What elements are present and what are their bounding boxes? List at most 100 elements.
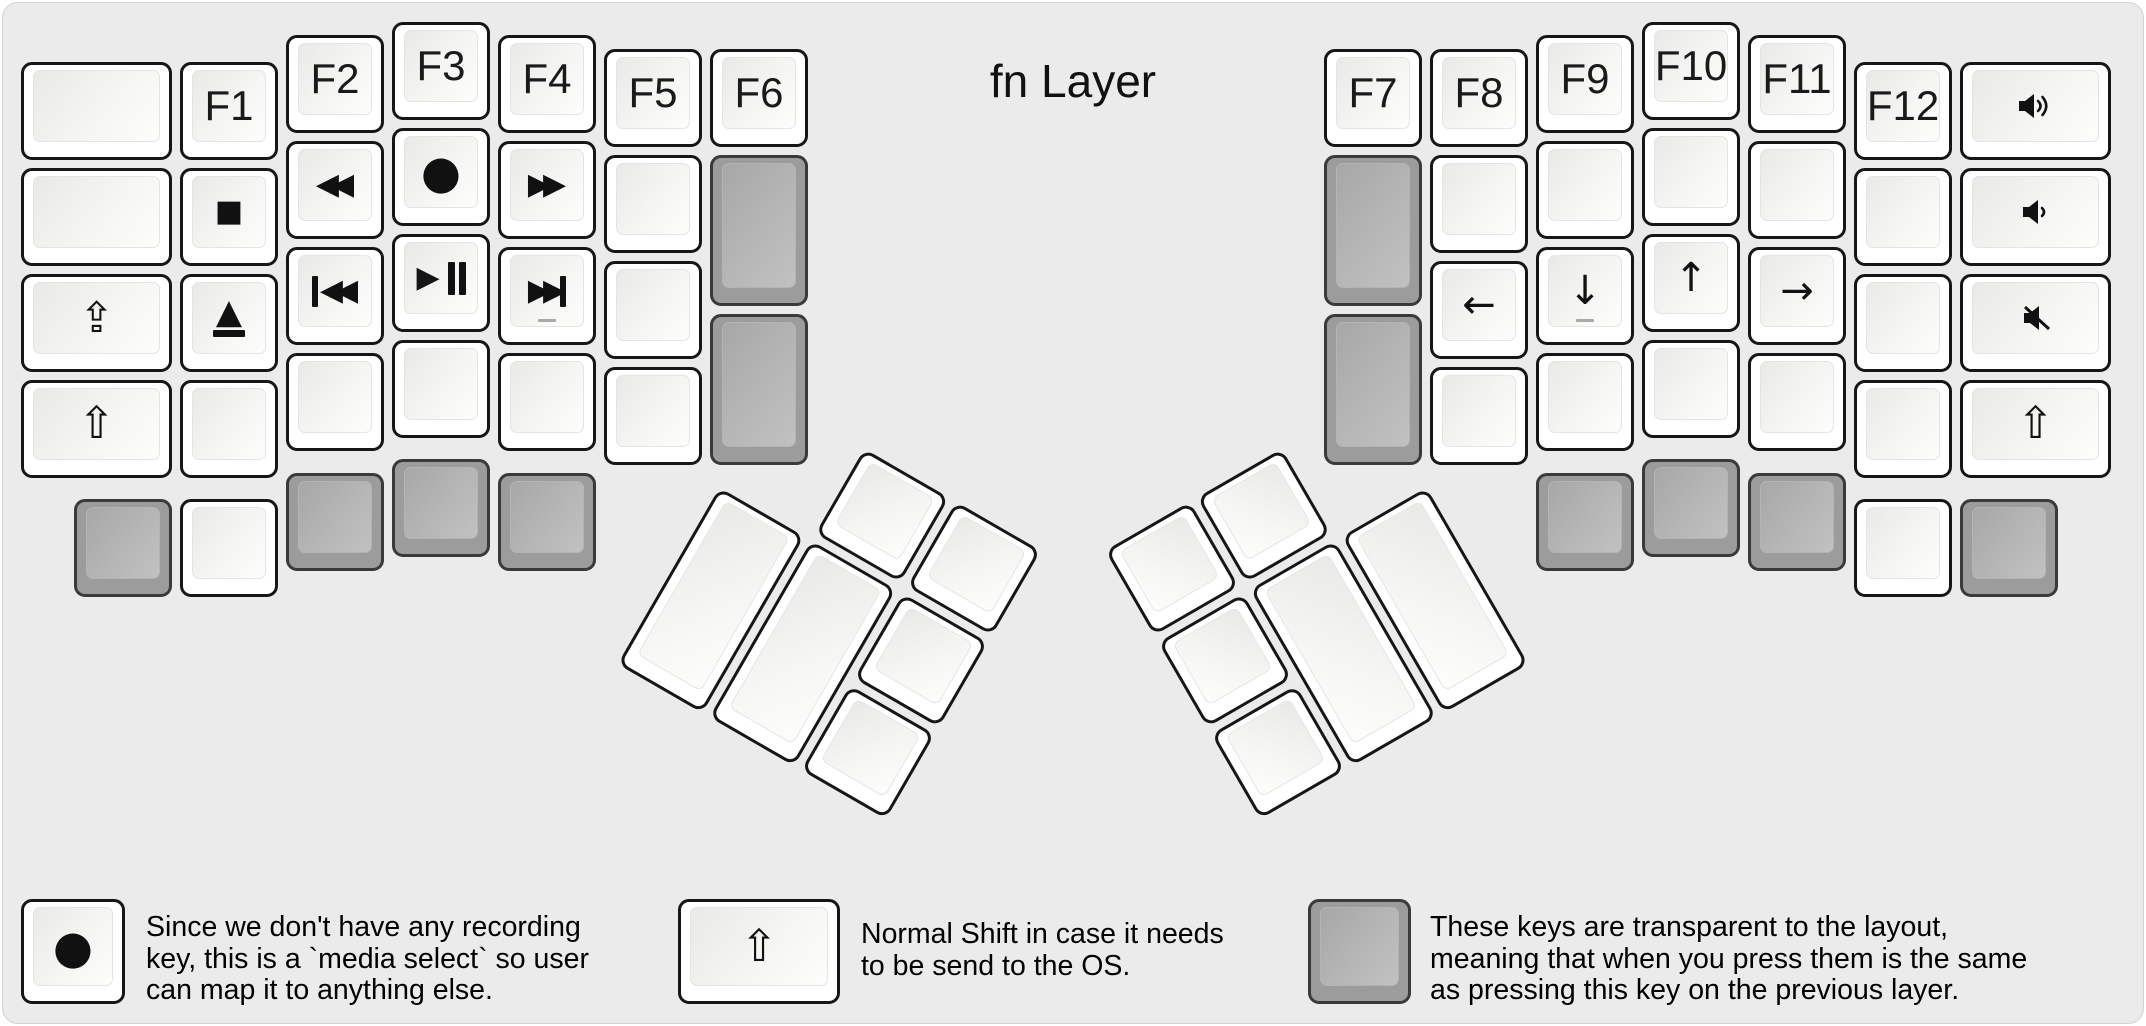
key-blank[interactable] xyxy=(604,260,702,359)
key-blank[interactable] xyxy=(392,340,490,438)
key-blank[interactable] xyxy=(1536,141,1634,240)
arrow-right-icon: → xyxy=(1780,268,1814,315)
keycap-top xyxy=(1548,480,1622,553)
key-play-pause[interactable]: ▶ xyxy=(392,234,490,332)
key-arrow-up[interactable]: ↑ xyxy=(1642,234,1740,332)
key-volume-up[interactable] xyxy=(1960,61,2111,160)
keycap-top xyxy=(1336,321,1410,447)
key-rewind[interactable]: ◀◀ xyxy=(286,141,384,240)
keycap-top xyxy=(722,321,796,447)
keycap-top xyxy=(404,348,478,420)
key-transparent[interactable] xyxy=(1536,472,1634,571)
keycap-top xyxy=(1654,348,1728,420)
keycap-top xyxy=(1972,281,2099,354)
key-blank[interactable] xyxy=(286,353,384,452)
key-blank[interactable] xyxy=(498,353,596,452)
key-blank[interactable] xyxy=(604,366,702,465)
key-blank[interactable] xyxy=(1536,353,1634,452)
key-media-select[interactable]: ● xyxy=(392,128,490,226)
key-caps-lock[interactable]: ⇪ xyxy=(21,273,172,372)
key-f11[interactable]: F11 xyxy=(1748,35,1846,134)
key-blank[interactable] xyxy=(1430,366,1528,465)
key-transparent[interactable] xyxy=(710,154,808,306)
key-blank[interactable] xyxy=(1748,141,1846,240)
legend-text-line: These keys are transparent to the layout… xyxy=(1430,911,1949,943)
key-f6[interactable]: F6 xyxy=(710,48,808,147)
key-transparent[interactable] xyxy=(498,472,596,571)
key-transparent[interactable] xyxy=(1324,154,1422,306)
key-blank[interactable] xyxy=(1854,167,1952,266)
volume-down-icon xyxy=(2022,199,2045,224)
key-transparent[interactable] xyxy=(392,459,490,558)
key-arrow-down[interactable]: ↓ xyxy=(1536,247,1634,346)
key-blank[interactable] xyxy=(180,379,278,478)
caps-lock-icon: ⇪ xyxy=(78,292,115,342)
key-shift[interactable]: ⇧ xyxy=(21,379,172,478)
key-transparent[interactable] xyxy=(286,472,384,571)
key-blank[interactable] xyxy=(1854,273,1952,372)
key-blank[interactable] xyxy=(1430,154,1528,253)
layer-title: fn Layer xyxy=(989,55,1157,107)
key-f2[interactable]: F2 xyxy=(286,35,384,134)
key-blank[interactable] xyxy=(180,499,278,597)
key-eject[interactable]: ▲ xyxy=(180,273,278,372)
key-transparent[interactable] xyxy=(1642,459,1740,558)
keycap-top: ↓ xyxy=(1548,255,1622,328)
keycap-top: ← xyxy=(1442,268,1516,341)
key-blank[interactable] xyxy=(1854,499,1952,597)
key-f10[interactable]: F10 xyxy=(1642,22,1740,120)
key-arrow-left[interactable]: ← xyxy=(1430,260,1528,359)
key-f1[interactable]: F1 xyxy=(180,61,278,160)
key-transparent[interactable] xyxy=(1960,499,2058,597)
key-blank[interactable] xyxy=(1642,340,1740,438)
keycap-top xyxy=(1972,69,2099,142)
key-f8[interactable]: F8 xyxy=(1430,48,1528,147)
keycap-top xyxy=(1548,149,1622,222)
key-label: F12 xyxy=(1866,81,1940,129)
key-label: F4 xyxy=(522,55,572,103)
key-mute[interactable] xyxy=(1960,273,2111,372)
keycap-top xyxy=(616,162,690,235)
keycap-top: ● xyxy=(404,136,478,208)
key-transparent[interactable] xyxy=(74,499,172,597)
keycap-top: ■ xyxy=(192,175,266,248)
key-stop[interactable]: ■ xyxy=(180,167,278,266)
play-pause-icon: ▶ xyxy=(416,261,466,295)
key-fast-forward[interactable]: ▶▶ xyxy=(498,141,596,240)
keycap-top: ⇧ xyxy=(1972,387,2099,460)
volume-up-icon xyxy=(2018,93,2048,118)
previous-track-icon: ◀◀ xyxy=(311,275,358,307)
key-f9[interactable]: F9 xyxy=(1536,35,1634,134)
keycap-top xyxy=(1866,175,1940,248)
key-f5[interactable]: F5 xyxy=(604,48,702,147)
keycap-top: → xyxy=(1760,255,1834,328)
key-blank[interactable] xyxy=(21,167,172,266)
key-f4[interactable]: F4 xyxy=(498,35,596,134)
key-transparent[interactable] xyxy=(1324,313,1422,465)
keycap-top xyxy=(1336,162,1410,288)
key-f12[interactable]: F12 xyxy=(1854,61,1952,160)
key-blank[interactable] xyxy=(1642,128,1740,226)
key-label: F7 xyxy=(1348,68,1398,116)
key-transparent[interactable] xyxy=(1748,472,1846,571)
keycap-top xyxy=(1760,480,1834,553)
key-shift[interactable]: ⇧ xyxy=(1960,379,2111,478)
keycap-top: ● xyxy=(33,907,113,986)
key-volume-down[interactable] xyxy=(1960,167,2111,266)
keycap-top: ▶▶ xyxy=(510,149,584,222)
keycap-top: F7 xyxy=(1336,56,1410,129)
key-transparent[interactable] xyxy=(710,313,808,465)
keycap-top: ◀◀ xyxy=(298,255,372,328)
key-f3[interactable]: F3 xyxy=(392,22,490,120)
legend-key-media-select: ● xyxy=(21,899,125,1004)
key-blank[interactable] xyxy=(1854,379,1952,478)
key-next-track[interactable]: ▶▶ xyxy=(498,247,596,346)
key-blank[interactable] xyxy=(1748,353,1846,452)
key-blank[interactable] xyxy=(604,154,702,253)
key-f7[interactable]: F7 xyxy=(1324,48,1422,147)
fast-forward-icon: ▶▶ xyxy=(527,167,566,203)
key-prev-track[interactable]: ◀◀ xyxy=(286,247,384,346)
key-blank[interactable] xyxy=(21,61,172,160)
key-arrow-right[interactable]: → xyxy=(1748,247,1846,346)
